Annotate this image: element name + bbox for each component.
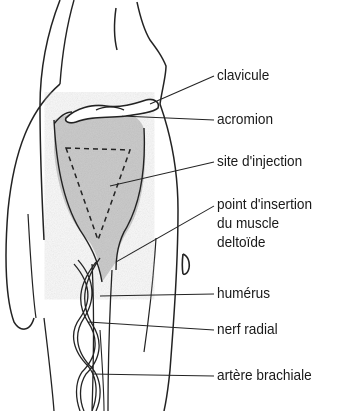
label-insertion-deltoide: point d'insertion du muscle deltoïde <box>217 196 312 253</box>
label-nerf-radial: nerf radial <box>217 321 278 340</box>
leader-line-nerf <box>88 322 214 330</box>
label-site-injection: site d'injection <box>217 153 302 172</box>
neck-line <box>137 2 166 104</box>
leader-line-humerus <box>100 294 214 296</box>
label-clavicule: clavicule <box>217 67 269 86</box>
elbow-line <box>44 318 54 411</box>
arm-mark <box>182 254 189 274</box>
label-insertion-line-1: point d'insertion <box>217 196 312 215</box>
neck-line <box>115 8 117 50</box>
humerus-bone <box>108 270 112 411</box>
shoulder-outline <box>60 0 74 84</box>
leader-line-artere <box>92 374 214 376</box>
label-acromion: acromion <box>217 111 273 130</box>
label-insertion-line-2: du muscle <box>217 215 312 234</box>
label-artere-brachiale: artère brachiale <box>217 367 312 386</box>
label-humerus: humérus <box>217 285 270 304</box>
leader-line-clavicule <box>150 76 214 104</box>
arm-inner-line <box>28 214 36 318</box>
vessel-line <box>100 330 104 411</box>
arm-outline-right <box>160 104 178 411</box>
label-insertion-line-3: deltoïde <box>217 234 312 253</box>
